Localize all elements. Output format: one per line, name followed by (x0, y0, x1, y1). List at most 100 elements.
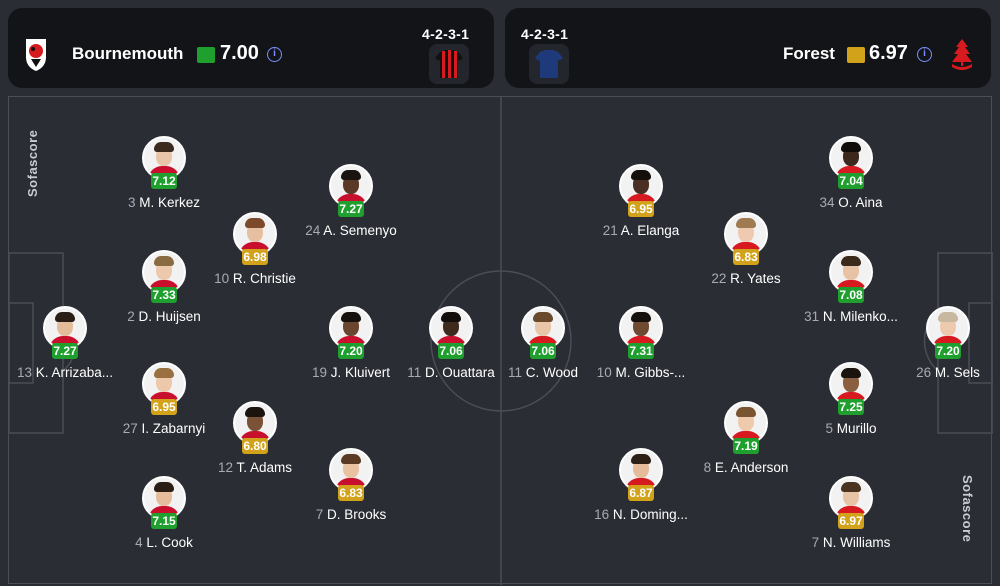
player-rating-badge: 7.27 (52, 343, 78, 359)
player-avatar[interactable] (521, 306, 565, 350)
player-avatar[interactable] (329, 164, 373, 208)
player-name-label[interactable]: 24 A. Semenyo (276, 223, 426, 238)
player-name-label[interactable]: 2 D. Huijsen (89, 309, 239, 324)
player-name-label[interactable]: 27 I. Zabarnyi (89, 421, 239, 436)
info-icon[interactable]: i (917, 47, 932, 62)
striped-shirt-icon (435, 50, 463, 78)
away-team-name[interactable]: Forest (783, 44, 835, 63)
player-avatar[interactable] (724, 212, 768, 256)
player-name-label[interactable]: 22 R. Yates (671, 271, 821, 286)
info-icon[interactable]: i (267, 47, 282, 62)
player-name-label[interactable]: 13 K. Arrizaba... (0, 365, 140, 380)
home-rating-swatch (197, 47, 215, 63)
player-shirt-number: 2 (127, 309, 135, 324)
player-rating-badge: 7.19 (733, 438, 759, 454)
player-rating-badge: 6.95 (628, 201, 654, 217)
player-shirt-number: 3 (127, 195, 136, 210)
player-avatar[interactable] (829, 250, 873, 294)
player-name: N. Williams (822, 535, 891, 550)
player-shirt-number: 11 (507, 365, 522, 380)
player-name-label[interactable]: 34 O. Aina (776, 195, 926, 210)
home-formation: 4-2-3-1 (422, 26, 470, 42)
player-name-label[interactable]: 16 N. Doming... (566, 507, 716, 522)
player-name-label[interactable]: 12 T. Adams (180, 460, 330, 475)
player-avatar[interactable] (142, 362, 186, 406)
player-shirt-number: 27 (122, 421, 138, 436)
player-yates[interactable]: 6.83 22 R. Yates (681, 212, 811, 312)
player-rating-badge: 7.04 (838, 173, 864, 189)
player-name: N. Doming... (612, 507, 688, 522)
away-kit-button[interactable] (529, 44, 569, 84)
away-team-card: 4-2-3-1 Forest 6.97 i (505, 8, 991, 88)
player-shirt-number: 34 (819, 195, 835, 210)
player-shirt-number: 10 (214, 271, 230, 286)
player-shirt-number: 22 (711, 271, 727, 286)
away-team-rating: 6.97 (869, 42, 908, 64)
home-kit-button[interactable] (429, 44, 469, 84)
player-shirt-number: 21 (602, 223, 618, 238)
player-name-label[interactable]: 31 N. Milenko... (776, 309, 926, 324)
player-avatar[interactable] (233, 212, 277, 256)
player-name-label[interactable]: 19 J. Kluivert (276, 365, 426, 380)
player-rating-badge: 7.08 (838, 287, 864, 303)
player-rating-badge: 7.20 (338, 343, 364, 359)
player-name-label[interactable]: 10 R. Christie (180, 271, 330, 286)
player-shirt-number: 12 (217, 460, 233, 475)
player-name: Murillo (836, 421, 877, 436)
player-rating-badge: 6.95 (151, 399, 177, 415)
player-rating-badge: 6.87 (628, 485, 654, 501)
player-name-label[interactable]: 26 M. Sels (873, 365, 1000, 380)
player-rating-badge: 6.80 (242, 438, 268, 454)
player-avatar[interactable] (829, 136, 873, 180)
player-name: D. Huijsen (138, 309, 201, 324)
player-rating-badge: 7.06 (530, 343, 556, 359)
player-name: A. Elanga (620, 223, 680, 238)
player-name-label[interactable]: 3 M. Kerkez (89, 195, 239, 210)
home-team-card: Bournemouth 7.00 i 4-2-3-1 (8, 8, 494, 88)
player-name: R. Yates (730, 271, 781, 286)
player-name-label[interactable]: 11 D. Ouattara (376, 365, 526, 380)
player-elanga[interactable]: 6.95 21 A. Elanga (576, 164, 706, 264)
player-name-label[interactable]: 7 D. Brooks (276, 507, 426, 522)
player-avatar[interactable] (429, 306, 473, 350)
player-name: O. Aina (838, 195, 883, 210)
sofascore-watermark-left: Sofascore (25, 129, 40, 197)
home-team-name[interactable]: Bournemouth (72, 44, 184, 63)
away-rating-swatch (847, 47, 865, 63)
blue-shirt-icon (535, 50, 563, 78)
player-rating-badge: 7.20 (935, 343, 961, 359)
player-name-label[interactable]: 4 L. Cook (89, 535, 239, 550)
player-name-label[interactable]: 8 E. Anderson (671, 460, 821, 475)
player-name-label[interactable]: 21 A. Elanga (566, 223, 716, 238)
player-name-label[interactable]: 5 Murillo (776, 421, 926, 436)
player-shirt-number: 31 (804, 309, 820, 324)
player-name: J. Kluivert (330, 365, 391, 380)
player-name-label[interactable]: 10 M. Gibbs-... (566, 365, 716, 380)
player-name-label[interactable]: 7 N. Williams (776, 535, 926, 550)
player-name-label[interactable]: 11 C. Wood (468, 365, 618, 380)
player-shirt-number: 10 (596, 365, 612, 380)
player-rating-badge: 6.83 (733, 249, 759, 265)
player-name: R. Christie (232, 271, 296, 286)
